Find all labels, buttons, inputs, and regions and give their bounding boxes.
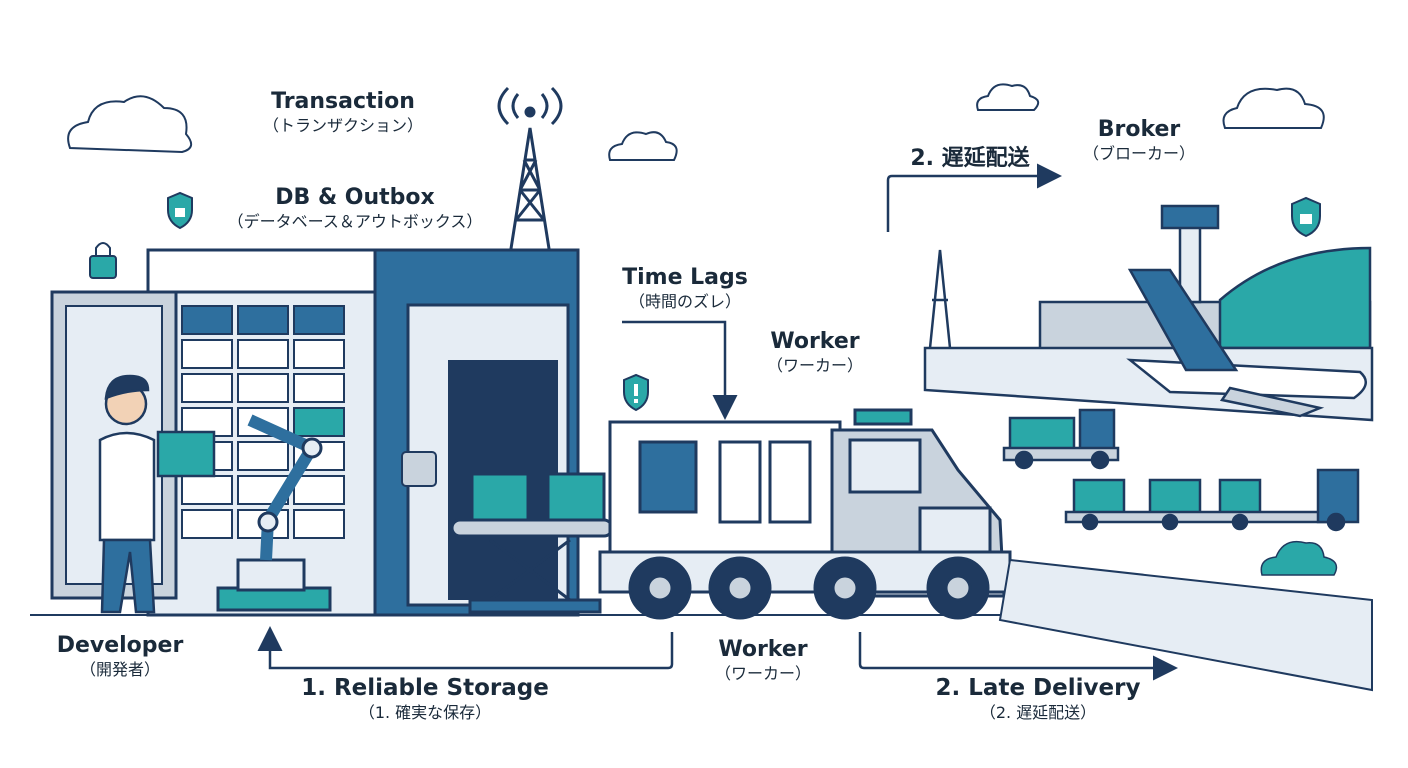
- cloud-icon: [1222, 87, 1325, 129]
- conveyor-belt: [450, 472, 614, 614]
- late-delivery-arrow: [858, 632, 1178, 681]
- worker-top-subtitle: （ワーカー）: [766, 355, 863, 375]
- shield-lock-icon: [1291, 196, 1321, 238]
- time-lags-title: Time Lags: [622, 265, 748, 290]
- db-outbox-title: DB & Outbox: [275, 185, 435, 210]
- antenna-tower: [497, 86, 563, 256]
- reliable-storage-label: 1. Reliable Storage （1. 確実な保存）: [300, 674, 550, 723]
- late-delivery-title: 2. Late Delivery: [935, 675, 1141, 701]
- transaction-label: Transaction （トランザクション）: [248, 88, 438, 136]
- late-delivery-subtitle: （2. 遅延配送）: [979, 702, 1097, 722]
- delayed-top-label: 2. 遅延配送: [890, 145, 1050, 173]
- late-delivery-label: 2. Late Delivery （2. 遅延配送）: [930, 674, 1146, 723]
- time-lags-arrow: [622, 320, 738, 420]
- cloud-icon: [976, 83, 1040, 111]
- worker-top-label: Worker （ワーカー）: [752, 328, 878, 376]
- developer-person: [98, 374, 216, 614]
- worker-bottom-label: Worker （ワーカー）: [700, 636, 826, 684]
- reliable-storage-title: 1. Reliable Storage: [301, 675, 549, 701]
- reliable-storage-arrow: [257, 626, 674, 670]
- delayed-top-title: 2. 遅延配送: [910, 146, 1030, 171]
- worker-bottom-title: Worker: [718, 637, 808, 662]
- broker-subtitle: （ブローカー）: [1082, 143, 1195, 163]
- broker-label: Broker （ブローカー）: [1064, 116, 1214, 164]
- reliable-storage-subtitle: （1. 確実な保存）: [358, 702, 492, 722]
- developer-title: Developer: [56, 633, 184, 658]
- robot-arm: [216, 414, 332, 612]
- db-outbox-subtitle: （データベース＆アウトボックス）: [227, 211, 483, 231]
- db-outbox-label: DB & Outbox （データベース＆アウトボックス）: [200, 184, 510, 232]
- airport-vehicle: [1002, 408, 1120, 470]
- transaction-subtitle: （トランザクション）: [262, 115, 423, 135]
- delayed-delivery-arrow: [886, 163, 1062, 232]
- worker-top-title: Worker: [770, 329, 860, 354]
- broker-title: Broker: [1097, 117, 1181, 142]
- door-lock-icon: [401, 451, 437, 487]
- lock-icon: [89, 242, 117, 279]
- worker-bottom-subtitle: （ワーカー）: [714, 663, 811, 683]
- cloud-icon: [67, 95, 193, 154]
- delivery-truck: [598, 408, 1012, 620]
- time-lags-subtitle: （時間のズレ）: [628, 291, 741, 311]
- road: [998, 558, 1373, 692]
- airport: [923, 204, 1374, 422]
- cloud-icon: [1260, 540, 1338, 576]
- developer-subtitle: （開発者）: [79, 659, 160, 679]
- cloud-icon: [608, 131, 678, 161]
- db-outbox-vault: [50, 248, 580, 617]
- developer-label: Developer （開発者）: [40, 632, 200, 680]
- shield-alert-icon: [623, 373, 649, 412]
- time-lags-label: Time Lags （時間のズレ）: [610, 264, 760, 312]
- transaction-title: Transaction: [271, 89, 415, 114]
- cargo-cart: [1064, 468, 1360, 532]
- shield-lock-icon: [167, 191, 193, 230]
